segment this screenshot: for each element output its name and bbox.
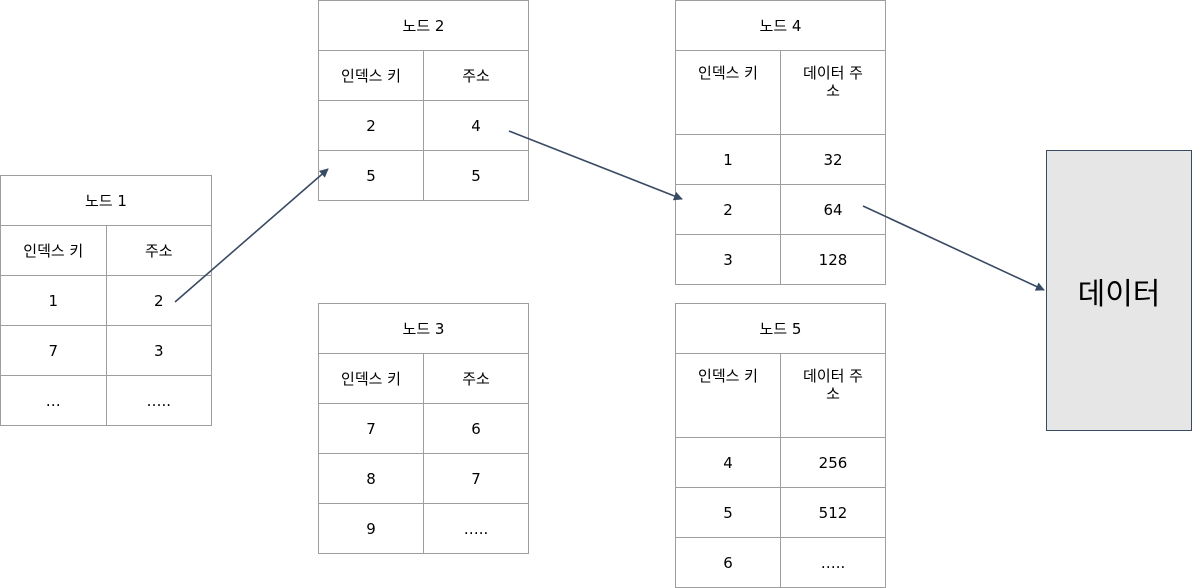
data-box-label: 데이터 bbox=[1077, 276, 1161, 312]
node-4-table: 노드 4 인덱스 키 데이터 주 소 1 32 2 64 3 128 bbox=[675, 0, 886, 285]
node-5-title: 노드 5 bbox=[675, 303, 886, 354]
node-3-title: 노드 3 bbox=[318, 303, 529, 354]
node-5-row-3-key: 6 bbox=[675, 537, 781, 588]
node-5-header-key: 인덱스 키 bbox=[675, 353, 781, 438]
node-3-header-key: 인덱스 키 bbox=[318, 353, 424, 404]
node-4-title: 노드 4 bbox=[675, 0, 886, 51]
node-5-row-2-key: 5 bbox=[675, 487, 781, 538]
node-1-row-2-address: 3 bbox=[105, 325, 212, 376]
node-2-title: 노드 2 bbox=[318, 0, 529, 51]
arrow-node2-to-node4 bbox=[508, 130, 683, 201]
node-1-row-3-address: ….. bbox=[105, 375, 212, 426]
node-1-header-address: 주소 bbox=[105, 225, 212, 276]
node-2-header-address: 주소 bbox=[423, 50, 529, 101]
node-5-row-3-address: ….. bbox=[780, 537, 886, 588]
node-3-row-3-address: ….. bbox=[423, 503, 529, 554]
node-1-title: 노드 1 bbox=[0, 175, 212, 226]
node-5-header-data-address: 데이터 주 소 bbox=[780, 353, 886, 438]
node-2-row-2-key: 5 bbox=[318, 150, 424, 201]
node-3-table: 노드 3 인덱스 키 주소 7 6 8 7 9 ….. bbox=[318, 303, 529, 554]
node-4-row-2-address: 64 bbox=[780, 184, 886, 235]
node-1-row-3-key: … bbox=[0, 375, 107, 426]
node-4-row-1-address: 32 bbox=[780, 134, 886, 185]
node-2-table: 노드 2 인덱스 키 주소 2 4 5 5 bbox=[318, 0, 529, 201]
node-4-header-key: 인덱스 키 bbox=[675, 50, 781, 135]
node-3-header-address: 주소 bbox=[423, 353, 529, 404]
node-2-row-1-address: 4 bbox=[423, 100, 529, 151]
node-2-row-1-key: 2 bbox=[318, 100, 424, 151]
node-1-row-1-key: 1 bbox=[0, 275, 107, 326]
node-5-header-data-address-line2: 소 bbox=[826, 385, 840, 403]
node-3-row-1-key: 7 bbox=[318, 403, 424, 454]
node-4-header-data-address-line1: 데이터 주 bbox=[803, 64, 863, 82]
node-1-table: 노드 1 인덱스 키 주소 1 2 7 3 … ….. bbox=[0, 175, 212, 426]
node-5-row-2-address: 512 bbox=[780, 487, 886, 538]
node-5-table: 노드 5 인덱스 키 데이터 주 소 4 256 5 512 6 ….. bbox=[675, 303, 886, 588]
node-4-header-data-address-line2: 소 bbox=[826, 82, 840, 100]
node-4-row-2-key: 2 bbox=[675, 184, 781, 235]
node-3-row-2-key: 8 bbox=[318, 453, 424, 504]
node-3-row-3-key: 9 bbox=[318, 503, 424, 554]
node-2-header-key: 인덱스 키 bbox=[318, 50, 424, 101]
node-5-row-1-key: 4 bbox=[675, 437, 781, 488]
node-4-row-1-key: 1 bbox=[675, 134, 781, 185]
node-5-header-data-address-line1: 데이터 주 bbox=[803, 367, 863, 385]
node-1-row-2-key: 7 bbox=[0, 325, 107, 376]
arrow-node4-to-data bbox=[862, 205, 1045, 291]
node-3-row-1-address: 6 bbox=[423, 403, 529, 454]
node-4-row-3-address: 128 bbox=[780, 234, 886, 285]
node-3-row-2-address: 7 bbox=[423, 453, 529, 504]
node-5-row-1-address: 256 bbox=[780, 437, 886, 488]
node-2-row-2-address: 5 bbox=[423, 150, 529, 201]
node-4-row-3-key: 3 bbox=[675, 234, 781, 285]
data-box: 데이터 bbox=[1046, 150, 1192, 431]
node-1-row-1-address: 2 bbox=[105, 275, 212, 326]
node-1-header-key: 인덱스 키 bbox=[0, 225, 107, 276]
node-4-header-data-address: 데이터 주 소 bbox=[780, 50, 886, 135]
